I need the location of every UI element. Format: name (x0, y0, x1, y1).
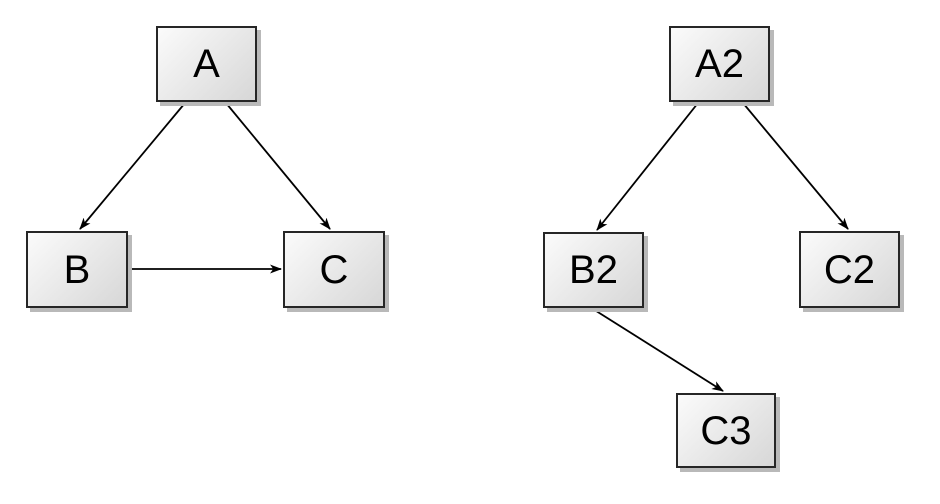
edge-A-to-C[interactable] (225, 102, 331, 230)
node-C[interactable]: C (283, 231, 385, 308)
node-B2-label: B2 (569, 248, 618, 292)
node-A-label: A (193, 42, 220, 86)
edge-B2-to-C3[interactable] (592, 308, 724, 392)
node-A2-label: A2 (695, 42, 744, 86)
edge-A2-to-B2[interactable] (596, 102, 699, 231)
node-B[interactable]: B (26, 231, 128, 308)
node-A[interactable]: A (156, 26, 257, 102)
node-C3[interactable]: C3 (676, 393, 776, 468)
node-C2[interactable]: C2 (799, 231, 900, 308)
edge-A2-to-C2[interactable] (742, 102, 849, 230)
edge-A-to-B[interactable] (79, 102, 186, 230)
node-C2-label: C2 (823, 247, 876, 292)
node-B-label: B (63, 247, 91, 292)
node-A2[interactable]: A2 (669, 26, 770, 102)
node-B2[interactable]: B2 (543, 232, 644, 308)
node-C3-label: C3 (700, 408, 752, 453)
node-C-label: C (319, 247, 349, 292)
